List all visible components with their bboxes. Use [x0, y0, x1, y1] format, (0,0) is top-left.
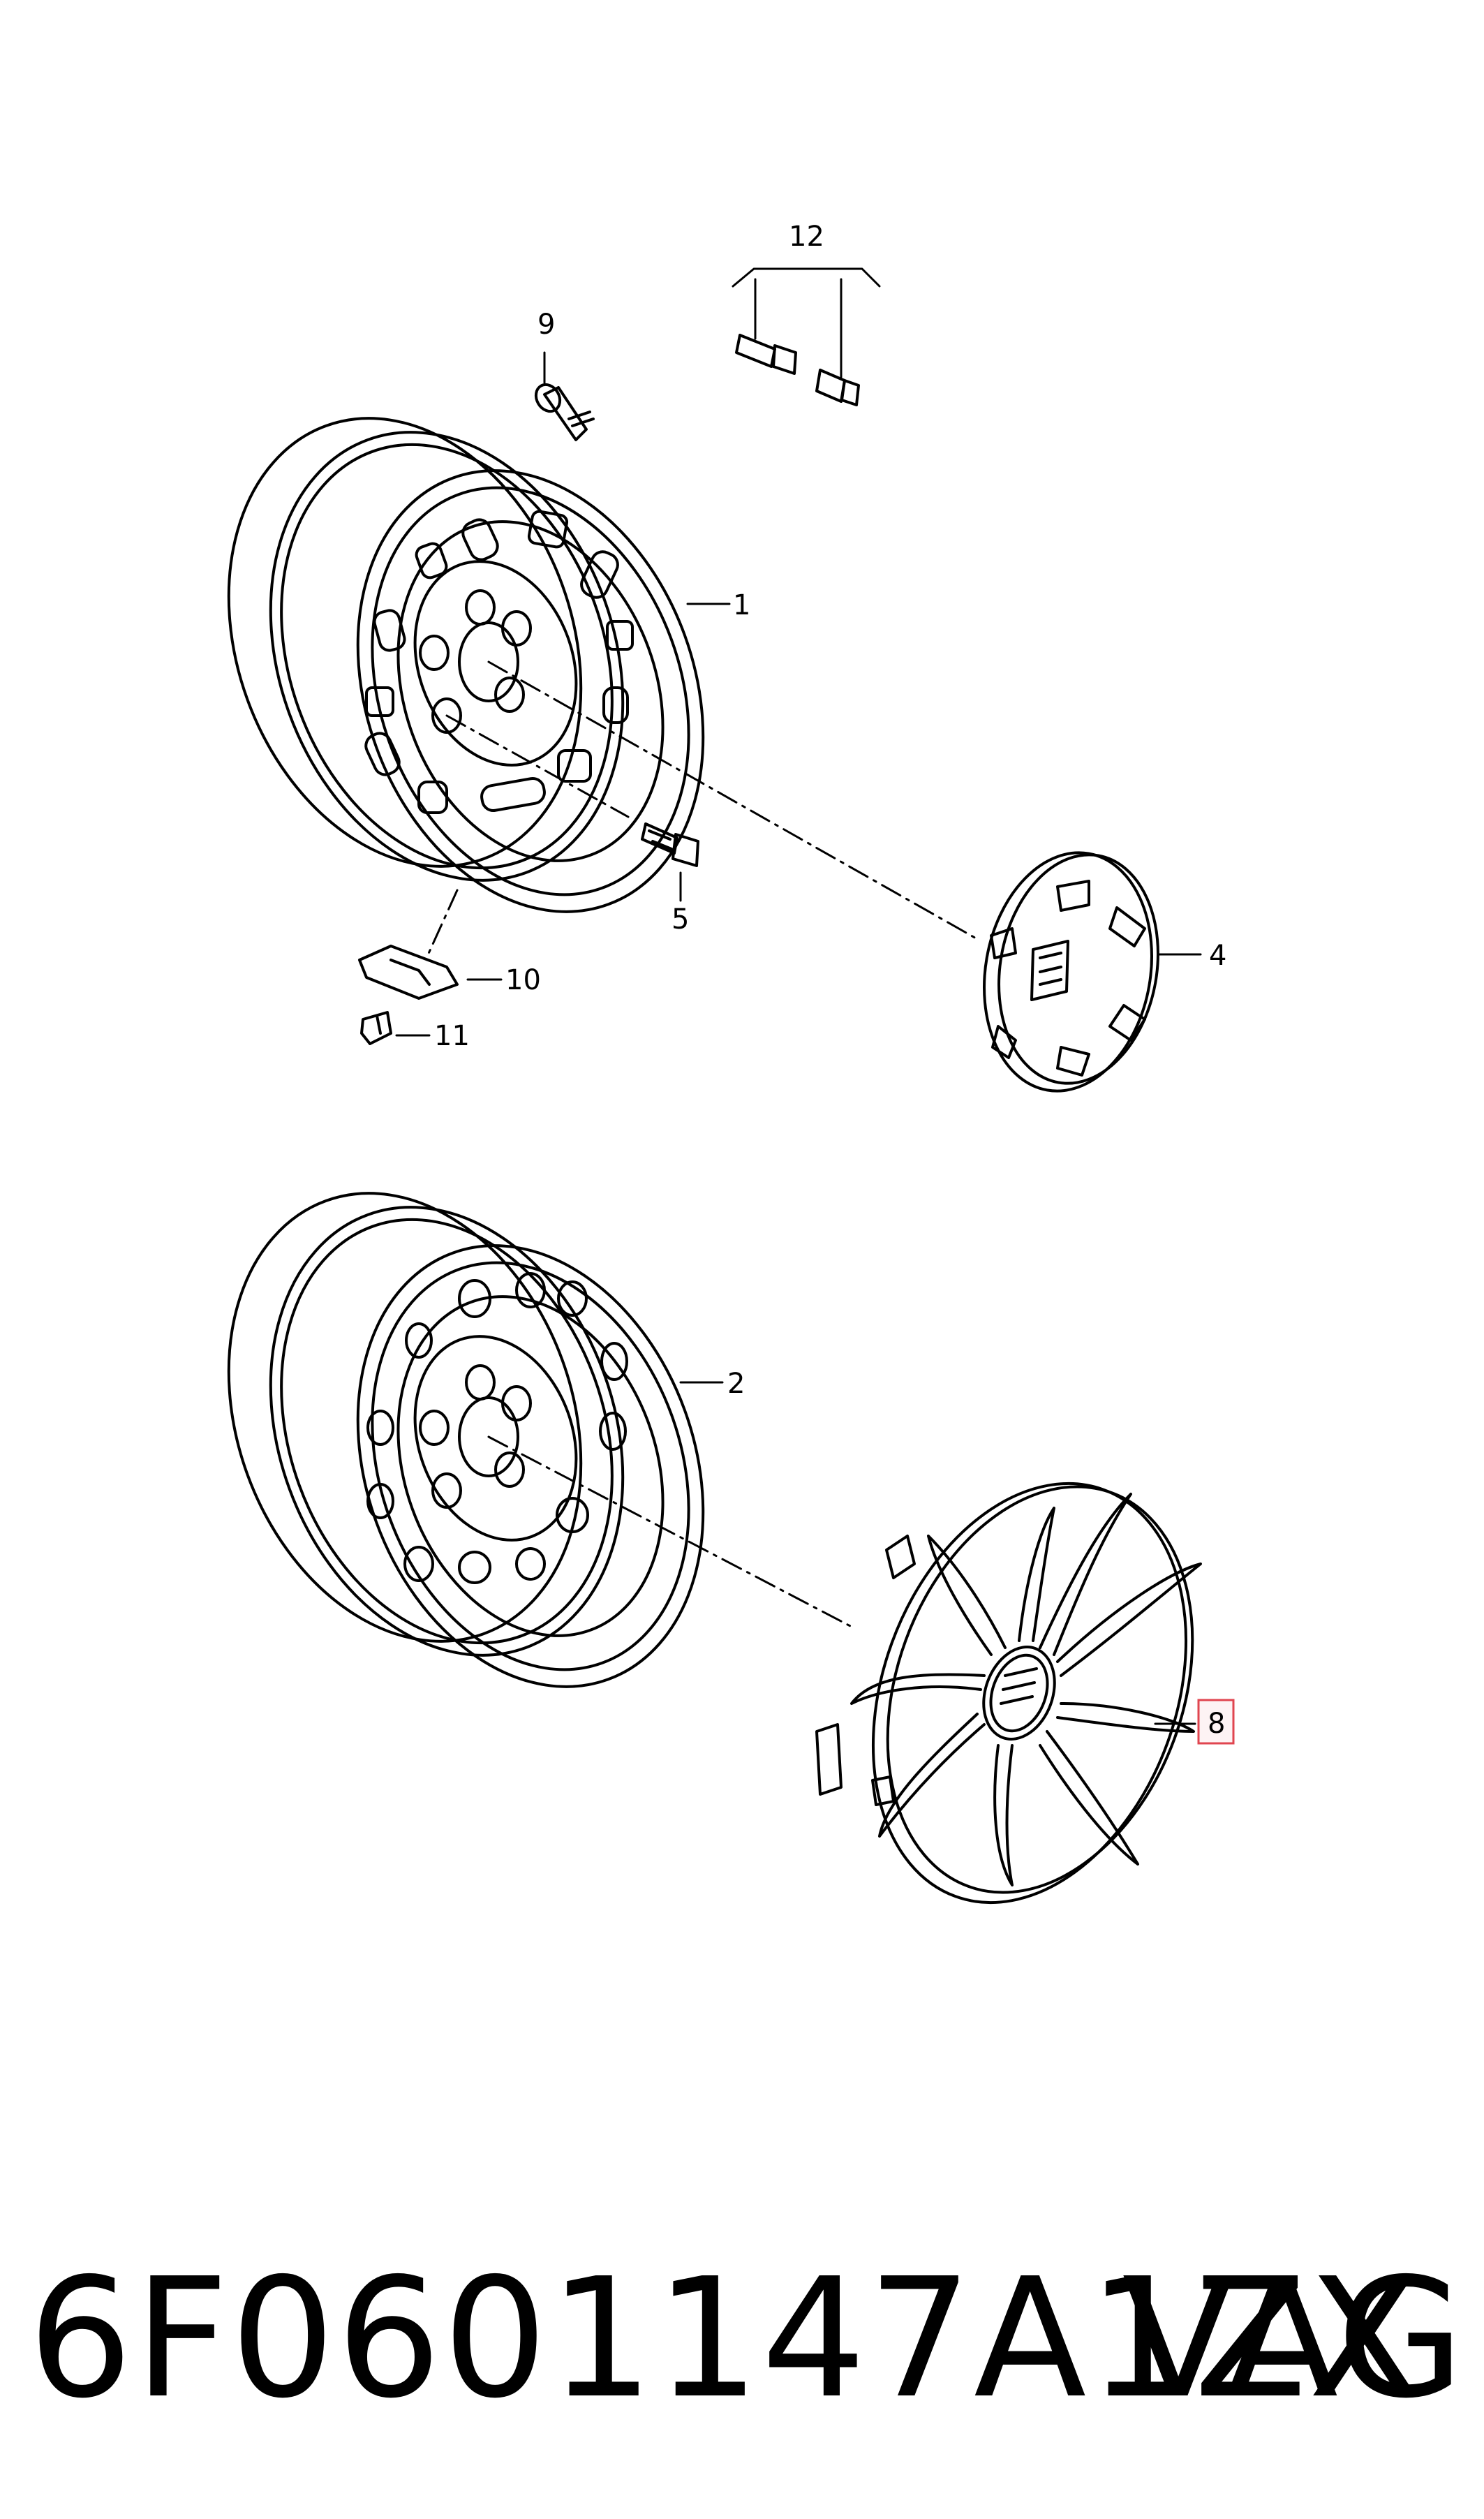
callout-11: 11	[434, 1020, 470, 1052]
callout-2: 2	[727, 1368, 745, 1400]
callout-8-highlight: 8	[1197, 1699, 1235, 1745]
callout-4: 4	[1209, 940, 1226, 972]
callout-12: 12	[789, 221, 824, 253]
callout-5: 5	[671, 903, 689, 936]
callout-9: 9	[537, 309, 555, 341]
footer: 6F0601147A1ZX VAG	[28, 2234, 1466, 2444]
centre-cap	[983, 851, 1159, 1093]
wheel-bolt	[641, 822, 699, 867]
tyre-valve	[534, 383, 595, 441]
brand: VAG	[1122, 2243, 1466, 2435]
assembly-lines	[426, 660, 979, 1628]
hub-cap	[815, 1482, 1202, 1905]
leader-lines	[395, 267, 1202, 1725]
steel-wheel-2	[227, 1192, 705, 1688]
steel-wheel-1	[227, 417, 705, 913]
locking-bolts	[735, 334, 860, 406]
callout-1: 1	[733, 589, 750, 621]
callout-8: 8	[1208, 1708, 1225, 1740]
part-number: 6F0601147A1ZX	[28, 2243, 1423, 2435]
balance-weights	[358, 945, 459, 1045]
callout-10: 10	[505, 964, 541, 996]
